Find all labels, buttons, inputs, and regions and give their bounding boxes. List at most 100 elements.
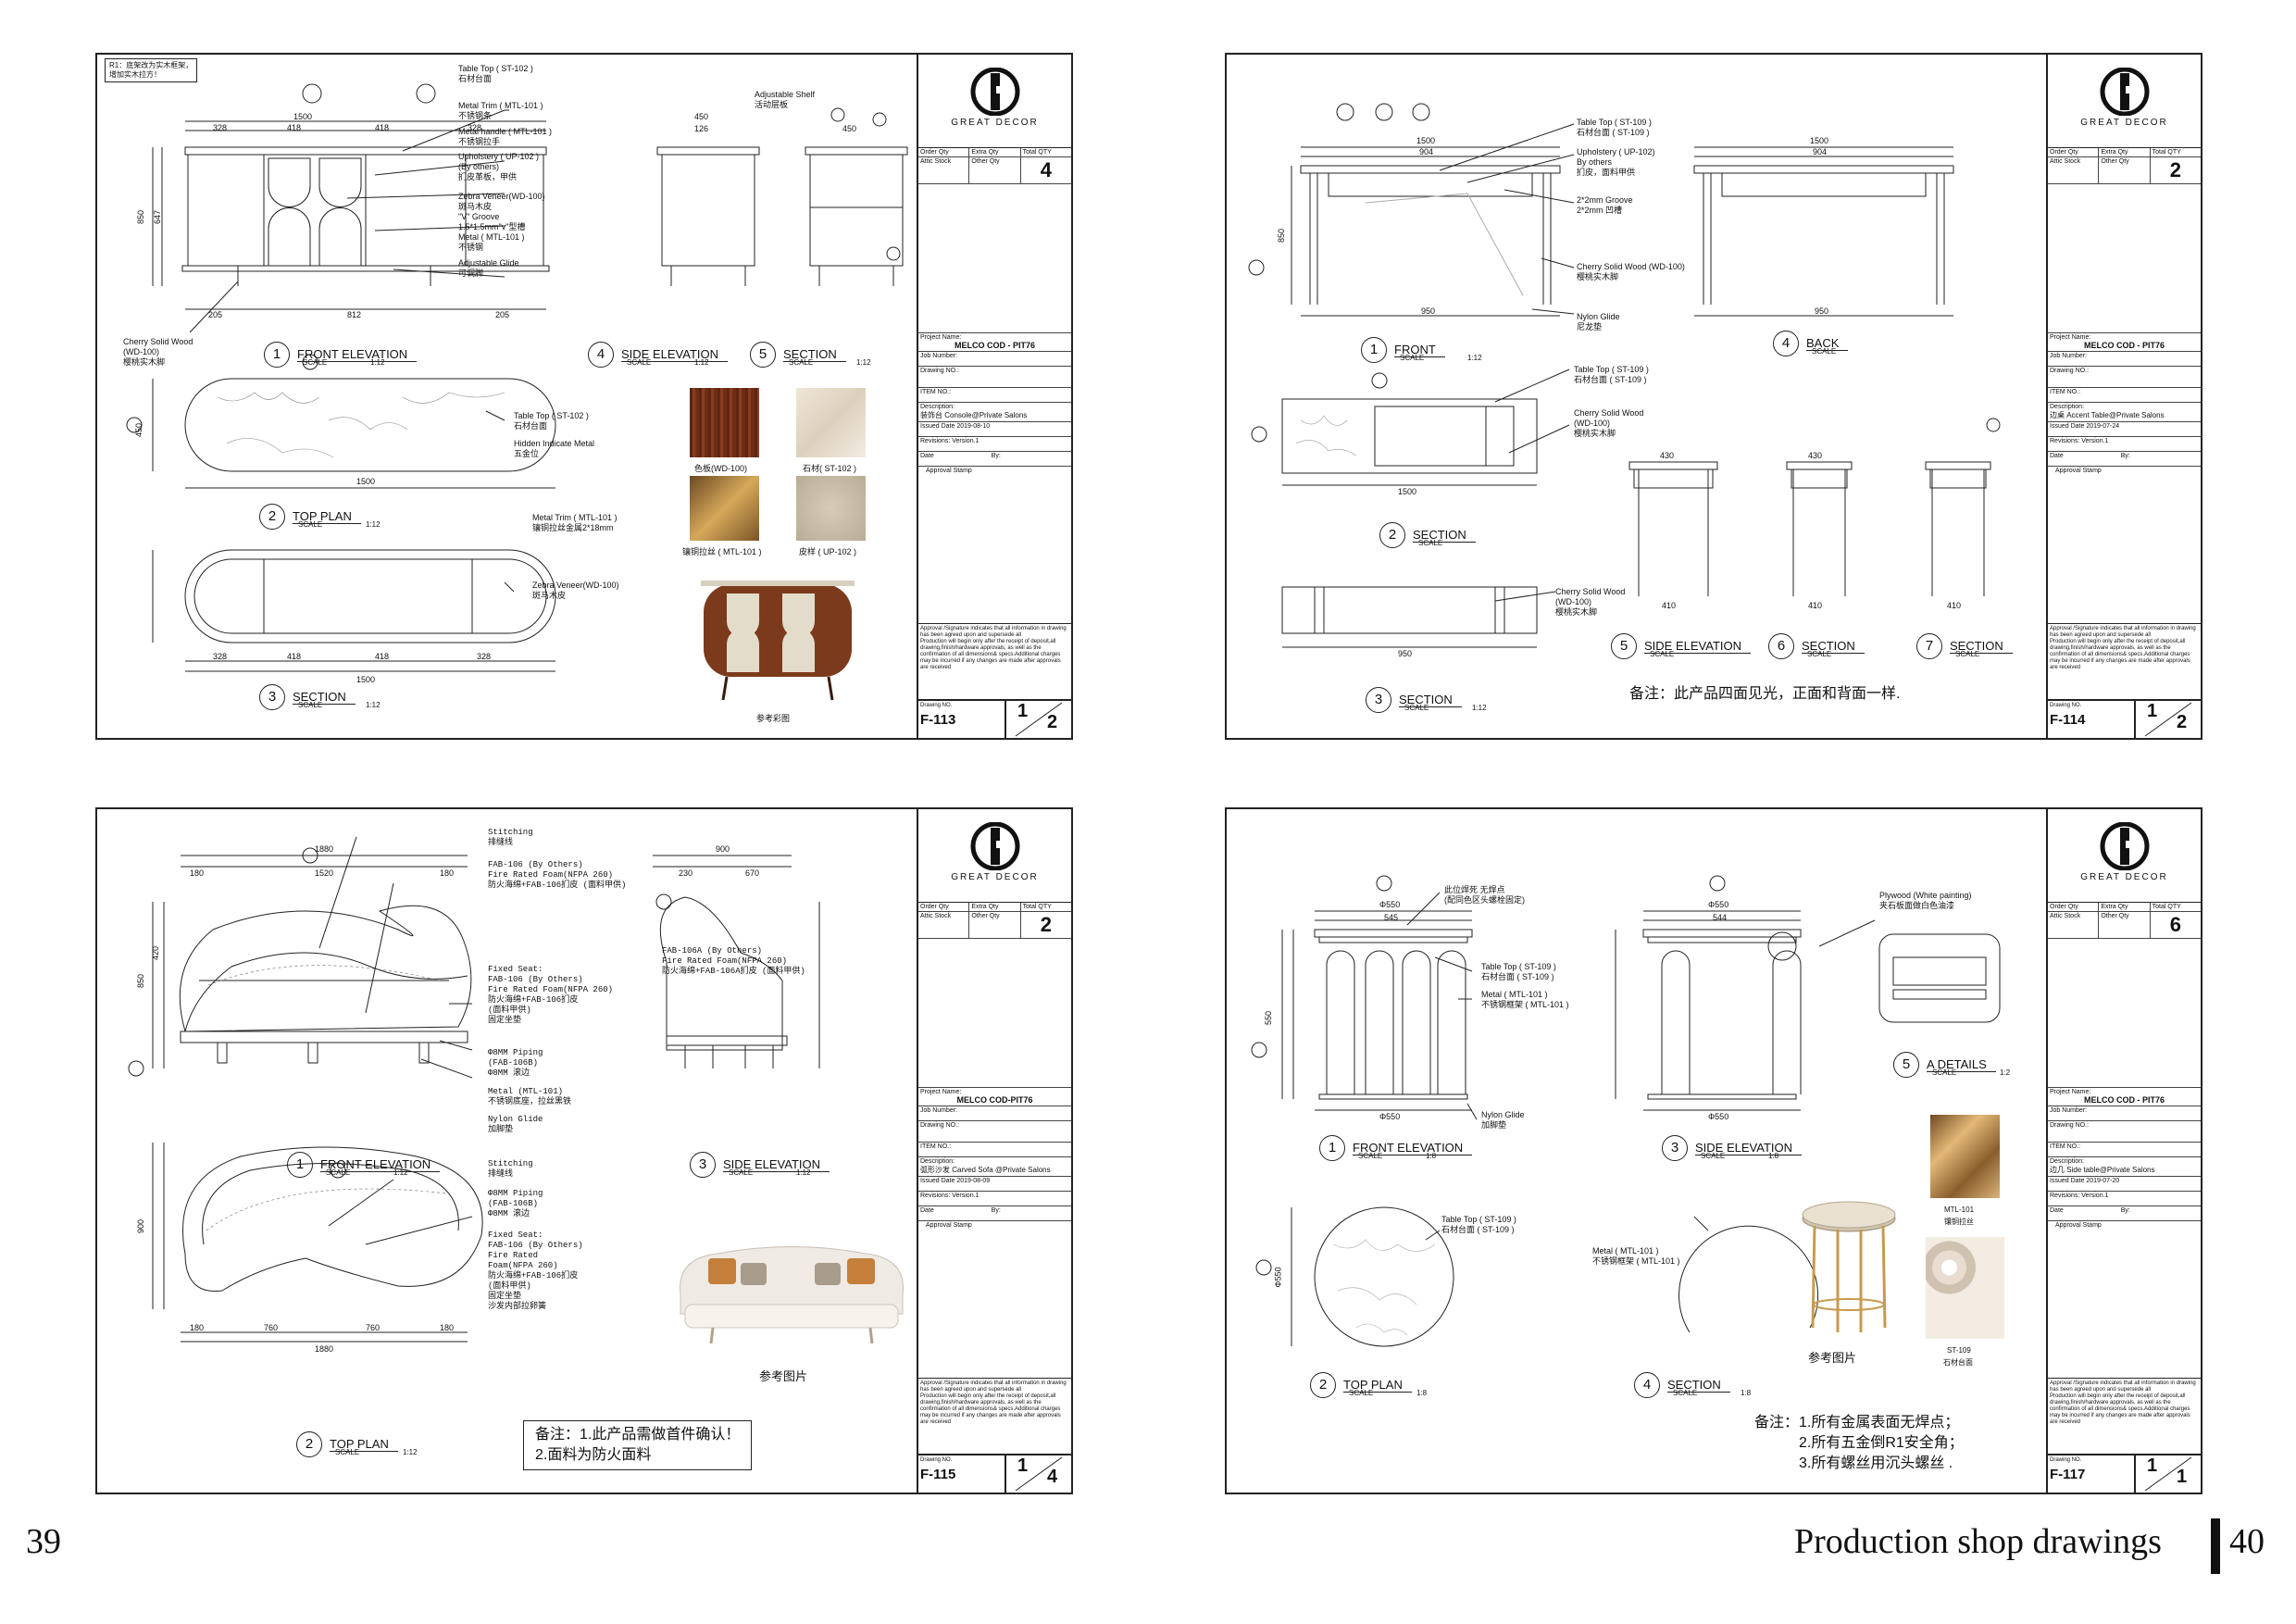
footer-divider (2211, 1518, 2220, 1574)
dimension: 900 (136, 1218, 146, 1234)
label: Cherry Solid Wood (WD-100) (1577, 262, 1685, 271)
scale-label: SCALE (1418, 539, 1443, 547)
total-qty-value: 6 (2169, 913, 2181, 936)
label: Table Top ( ST-109 ) (1481, 962, 1556, 971)
view-number: 3 (1662, 1135, 1688, 1161)
description-value: 边几 Side table@Private Salons (2050, 1166, 2155, 1174)
issued-label: Issued Date (920, 1178, 955, 1184)
scale-label: SCALE (1932, 1068, 1957, 1077)
drawing-no-footer-label: Drawing NO. (2050, 703, 2082, 708)
by-label: By: (991, 1207, 1001, 1214)
drawing-no-footer-label: Drawing NO. (920, 703, 953, 708)
label-group: Φ8MM Piping(FAB-106B)Φ8MM 滚边 (488, 1048, 543, 1079)
label: 石材台面 ( ST-109 ) (1441, 1225, 1515, 1234)
label: Adjustable Shelf (755, 90, 816, 99)
drawing-number: F-117 (2050, 1467, 2086, 1482)
view-number: 3 (1366, 687, 1391, 713)
view-name: SECTION (1667, 1378, 1730, 1393)
label: 防火海绵+FAB-106扪皮 (488, 1271, 579, 1280)
brand-name: GREAT DECOR (951, 118, 1039, 128)
scale-value: 1:12 (694, 358, 709, 367)
label: 不锈钢底座，拉丝黑铁 (488, 1097, 572, 1106)
dimension: 1500 (1398, 487, 1417, 496)
label: 石材台面 ( ST-109 ) (1574, 375, 1647, 384)
approval-note: Approval /Signature indicates that all i… (2050, 1380, 2196, 1393)
scale-value: 1:12 (856, 358, 871, 367)
label: 2*2mm Groove (1577, 195, 1633, 205)
label-group: Φ8MM Piping(FAB-106B)Φ8MM 滚边 (488, 1189, 543, 1219)
approval-note: Approval /Signature indicates that all i… (2050, 626, 2196, 638)
total-qty-label: Total QTY (1022, 149, 1052, 156)
dimension: 328 (213, 123, 228, 132)
issued-label: Issued Date (2050, 423, 2085, 430)
drawing-no-label: Drawing NO.: (918, 1121, 1071, 1143)
label: Stitching (488, 828, 533, 837)
dimension: 550 (1264, 1010, 1274, 1026)
extra-qty-label: Extra Qty (969, 903, 1021, 911)
item-no-label: ITEM NO.: (918, 1143, 1071, 1157)
label: Table Top ( ST-109 ) (1577, 118, 1652, 127)
remark-line: 2.所有五金倒R1安全角； (1799, 1435, 1964, 1451)
label: 活动层板 (755, 100, 789, 109)
label: FAB-106 (By Others) (488, 975, 583, 984)
reference-caption: 参考图片 (759, 1369, 808, 1383)
label: Nylon Glide (1577, 312, 1620, 321)
view-number: 6 (1768, 633, 1794, 659)
scale-label: SCALE (789, 358, 814, 367)
view-name: SECTION (1950, 639, 2013, 654)
attic-stock-label: Attic Stock (2048, 912, 2100, 938)
label: Metal ( MTL-101 ) (1481, 990, 1548, 999)
description-label: Description: (920, 404, 955, 410)
view-name: SIDE ELEVATION (621, 347, 728, 362)
order-qty-label: Order Qty (2048, 148, 2100, 156)
view-name: SIDE ELEVATION (1695, 1141, 1802, 1156)
scale-value: 1:8 (1741, 1389, 1752, 1397)
revisions-label: Revisions: (2050, 1193, 2080, 1199)
side-table-drawing (1227, 809, 2049, 1493)
stone-swatch (1926, 1237, 2004, 1339)
dimension: 950 (1815, 306, 1829, 316)
scale-label: SCALE (1349, 1389, 1374, 1397)
description-value: 装饰台 Console@Private Salons (920, 411, 1028, 419)
swatch-caption: 镶铜拉丝 ( MTL-101 ) (682, 547, 762, 556)
view-number: 4 (588, 342, 614, 368)
sheet-f114: Table Top ( ST-109 )石材台面 ( ST-109 ) Upho… (1225, 53, 2202, 740)
label-group: Table Top ( ST-109 )石材台面 ( ST-109 ) (1574, 365, 1649, 385)
label-group: Cherry Solid Wood (WD-100)樱桃实木脚 (1577, 262, 1685, 282)
left-page-number: 39 (26, 1522, 61, 1561)
issued-date: 2019-07-20 (2086, 1178, 2120, 1184)
dimension: 1520 (315, 868, 334, 878)
label: Nylon Glide (1481, 1110, 1525, 1119)
version: Version.1 (2081, 1193, 2109, 1199)
label: 排缝线 (488, 838, 514, 847)
dimension: 328 (477, 652, 492, 661)
description-label: Description: (2050, 404, 2084, 410)
by-label: By: (2120, 1207, 2130, 1214)
wood-swatch (690, 388, 759, 457)
view-number: 1 (287, 1152, 313, 1178)
scale-label: SCALE (1807, 650, 1832, 658)
label: Φ8MM Piping (488, 1189, 543, 1198)
project-label: Project Name: (920, 1089, 962, 1095)
label: Fire Rated Foam(NFPA 260) (488, 870, 614, 880)
drawing-number: F-115 (920, 1467, 956, 1482)
scale-value: 1:8 (1416, 1389, 1428, 1397)
dimension: 418 (287, 652, 302, 661)
approval-note: Approval /Signature indicates that all i… (920, 626, 1067, 638)
label: 固定坐垫 (488, 1016, 522, 1025)
label: 不锈钢框架 ( MTL-101 ) (1592, 1256, 1680, 1266)
scale-label: SCALE (1673, 1389, 1698, 1397)
accent-table-drawing (1227, 55, 2049, 738)
date-label: Date (2050, 1207, 2064, 1214)
label: 尼龙垫 (1577, 322, 1603, 331)
dimension: 180 (190, 1323, 205, 1332)
label: 樱桃实木脚 (1555, 607, 1598, 617)
revisions-label: Revisions: (920, 438, 951, 444)
dimension: 450 (694, 112, 709, 121)
view-number: 1 (264, 342, 290, 368)
